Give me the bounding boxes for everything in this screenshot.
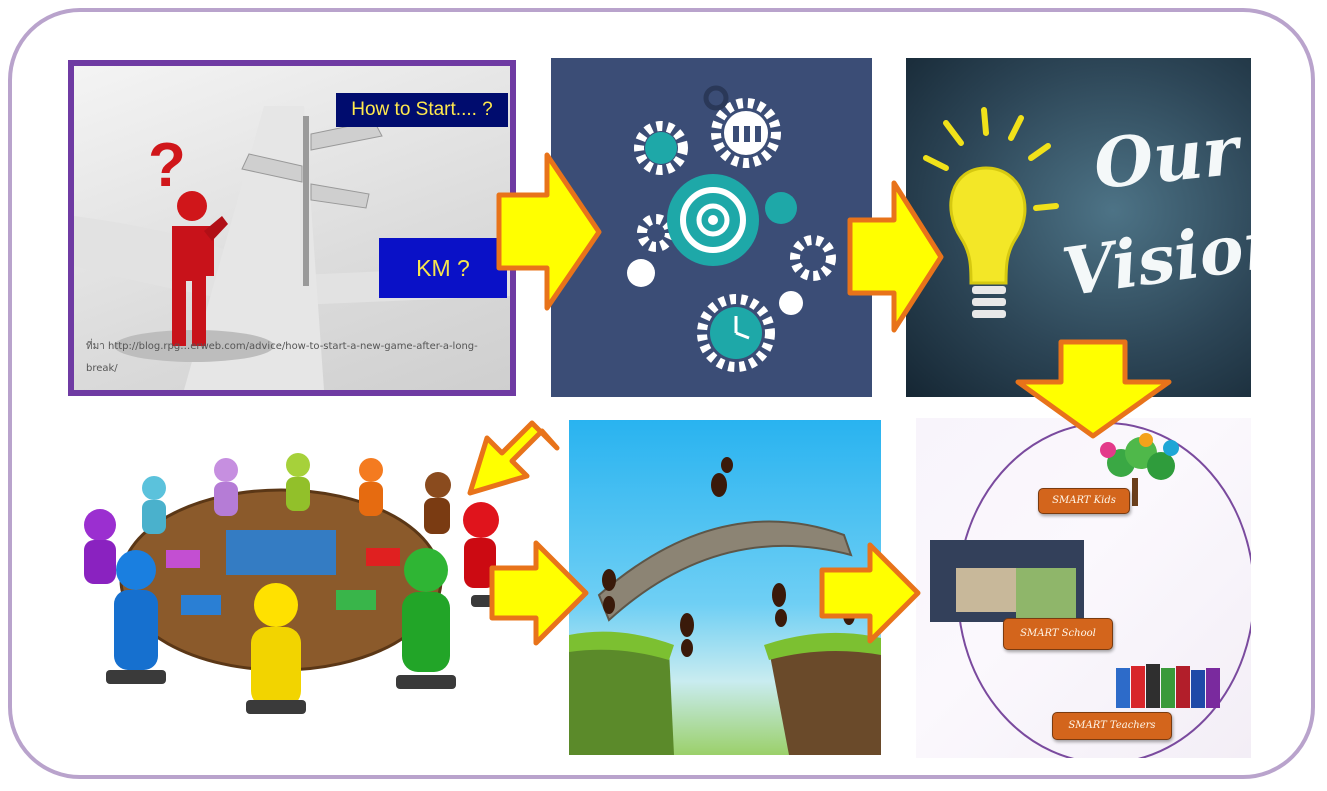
- chart-gear-icon: [765, 192, 797, 224]
- smart-ellipse-diagram: [930, 422, 1251, 758]
- puzzle-gear-icon: [645, 132, 677, 164]
- ants-bridge-illustration: [569, 457, 881, 755]
- smart-school-label: SMART School: [1003, 618, 1113, 650]
- round-table-illustration: [84, 453, 499, 714]
- gear-icon: [711, 98, 781, 168]
- our-text: Our: [1090, 110, 1243, 206]
- signpost-pole: [303, 116, 309, 286]
- smart-teachers-label: SMART Teachers: [1052, 712, 1172, 740]
- puzzle-piece: [181, 595, 221, 615]
- smart-school-panel: SMART Kids SMART School SMART Teachers: [916, 418, 1251, 758]
- puzzle-piece: [336, 590, 376, 610]
- target-center: [708, 215, 718, 225]
- small-gear-icon: [703, 85, 729, 111]
- clock-hand: [735, 331, 750, 340]
- gear-icon: [790, 235, 836, 281]
- target-ring: [696, 203, 730, 237]
- bulb-glass: [949, 166, 1027, 285]
- person-glyph: [755, 126, 761, 142]
- right-grass: [764, 632, 881, 660]
- arrow-down-left-icon: [467, 420, 560, 496]
- signpost-arrow: [241, 153, 303, 183]
- how-to-start-banner: How to Start.... ?: [336, 93, 508, 127]
- left-grass: [569, 631, 674, 660]
- target-ring: [680, 187, 746, 253]
- signpost-arrow: [310, 183, 370, 209]
- arrow-right-icon: [489, 540, 589, 646]
- person-glyph: [744, 126, 750, 142]
- km-question-box: KM ?: [379, 238, 507, 298]
- tree-icon: [1100, 433, 1179, 506]
- seated-figures: [84, 453, 499, 707]
- puzzle-piece: [366, 548, 400, 566]
- lightbulb-icon: [923, 107, 1059, 318]
- left-cliff: [569, 636, 674, 755]
- log-bridge: [597, 520, 853, 622]
- meeting-table-panel: [66, 420, 502, 755]
- superheroes-group: [1116, 664, 1220, 708]
- puzzle-piece: [166, 550, 200, 568]
- gears-illustration: [627, 85, 836, 372]
- arrow-right-icon: [496, 152, 602, 311]
- small-gear-icon: [779, 291, 803, 315]
- bulb-base: [972, 310, 1006, 318]
- ants-teamwork-panel: [569, 420, 881, 755]
- bulb-base: [972, 286, 1006, 294]
- small-gear-icon: [627, 259, 655, 287]
- figure-arm: [204, 216, 228, 241]
- arrow-right-icon: [819, 542, 921, 644]
- how-to-start-panel: ? How to Start.... ? KM ? ที่มา http://b…: [68, 60, 516, 396]
- right-cliff: [769, 641, 881, 755]
- arrow-right-icon: [847, 180, 944, 333]
- bulb-base: [972, 298, 1006, 306]
- gear-icon: [697, 294, 775, 372]
- figure-head: [177, 191, 207, 221]
- tree-shape: [1016, 568, 1076, 618]
- arrow-down-icon: [1015, 339, 1172, 439]
- question-mark-glyph: ?: [148, 131, 186, 200]
- figure-body: [172, 226, 214, 346]
- smart-kids-label: SMART Kids: [1038, 488, 1130, 514]
- gear-icon: [634, 121, 688, 175]
- gears-panel: [551, 58, 872, 397]
- source-caption: ที่มา http://blog.rpg…erweb.com/advice/h…: [86, 341, 478, 374]
- person-glyph: [733, 126, 739, 142]
- puzzle-piece: [226, 530, 336, 575]
- gear-icon: [637, 214, 675, 252]
